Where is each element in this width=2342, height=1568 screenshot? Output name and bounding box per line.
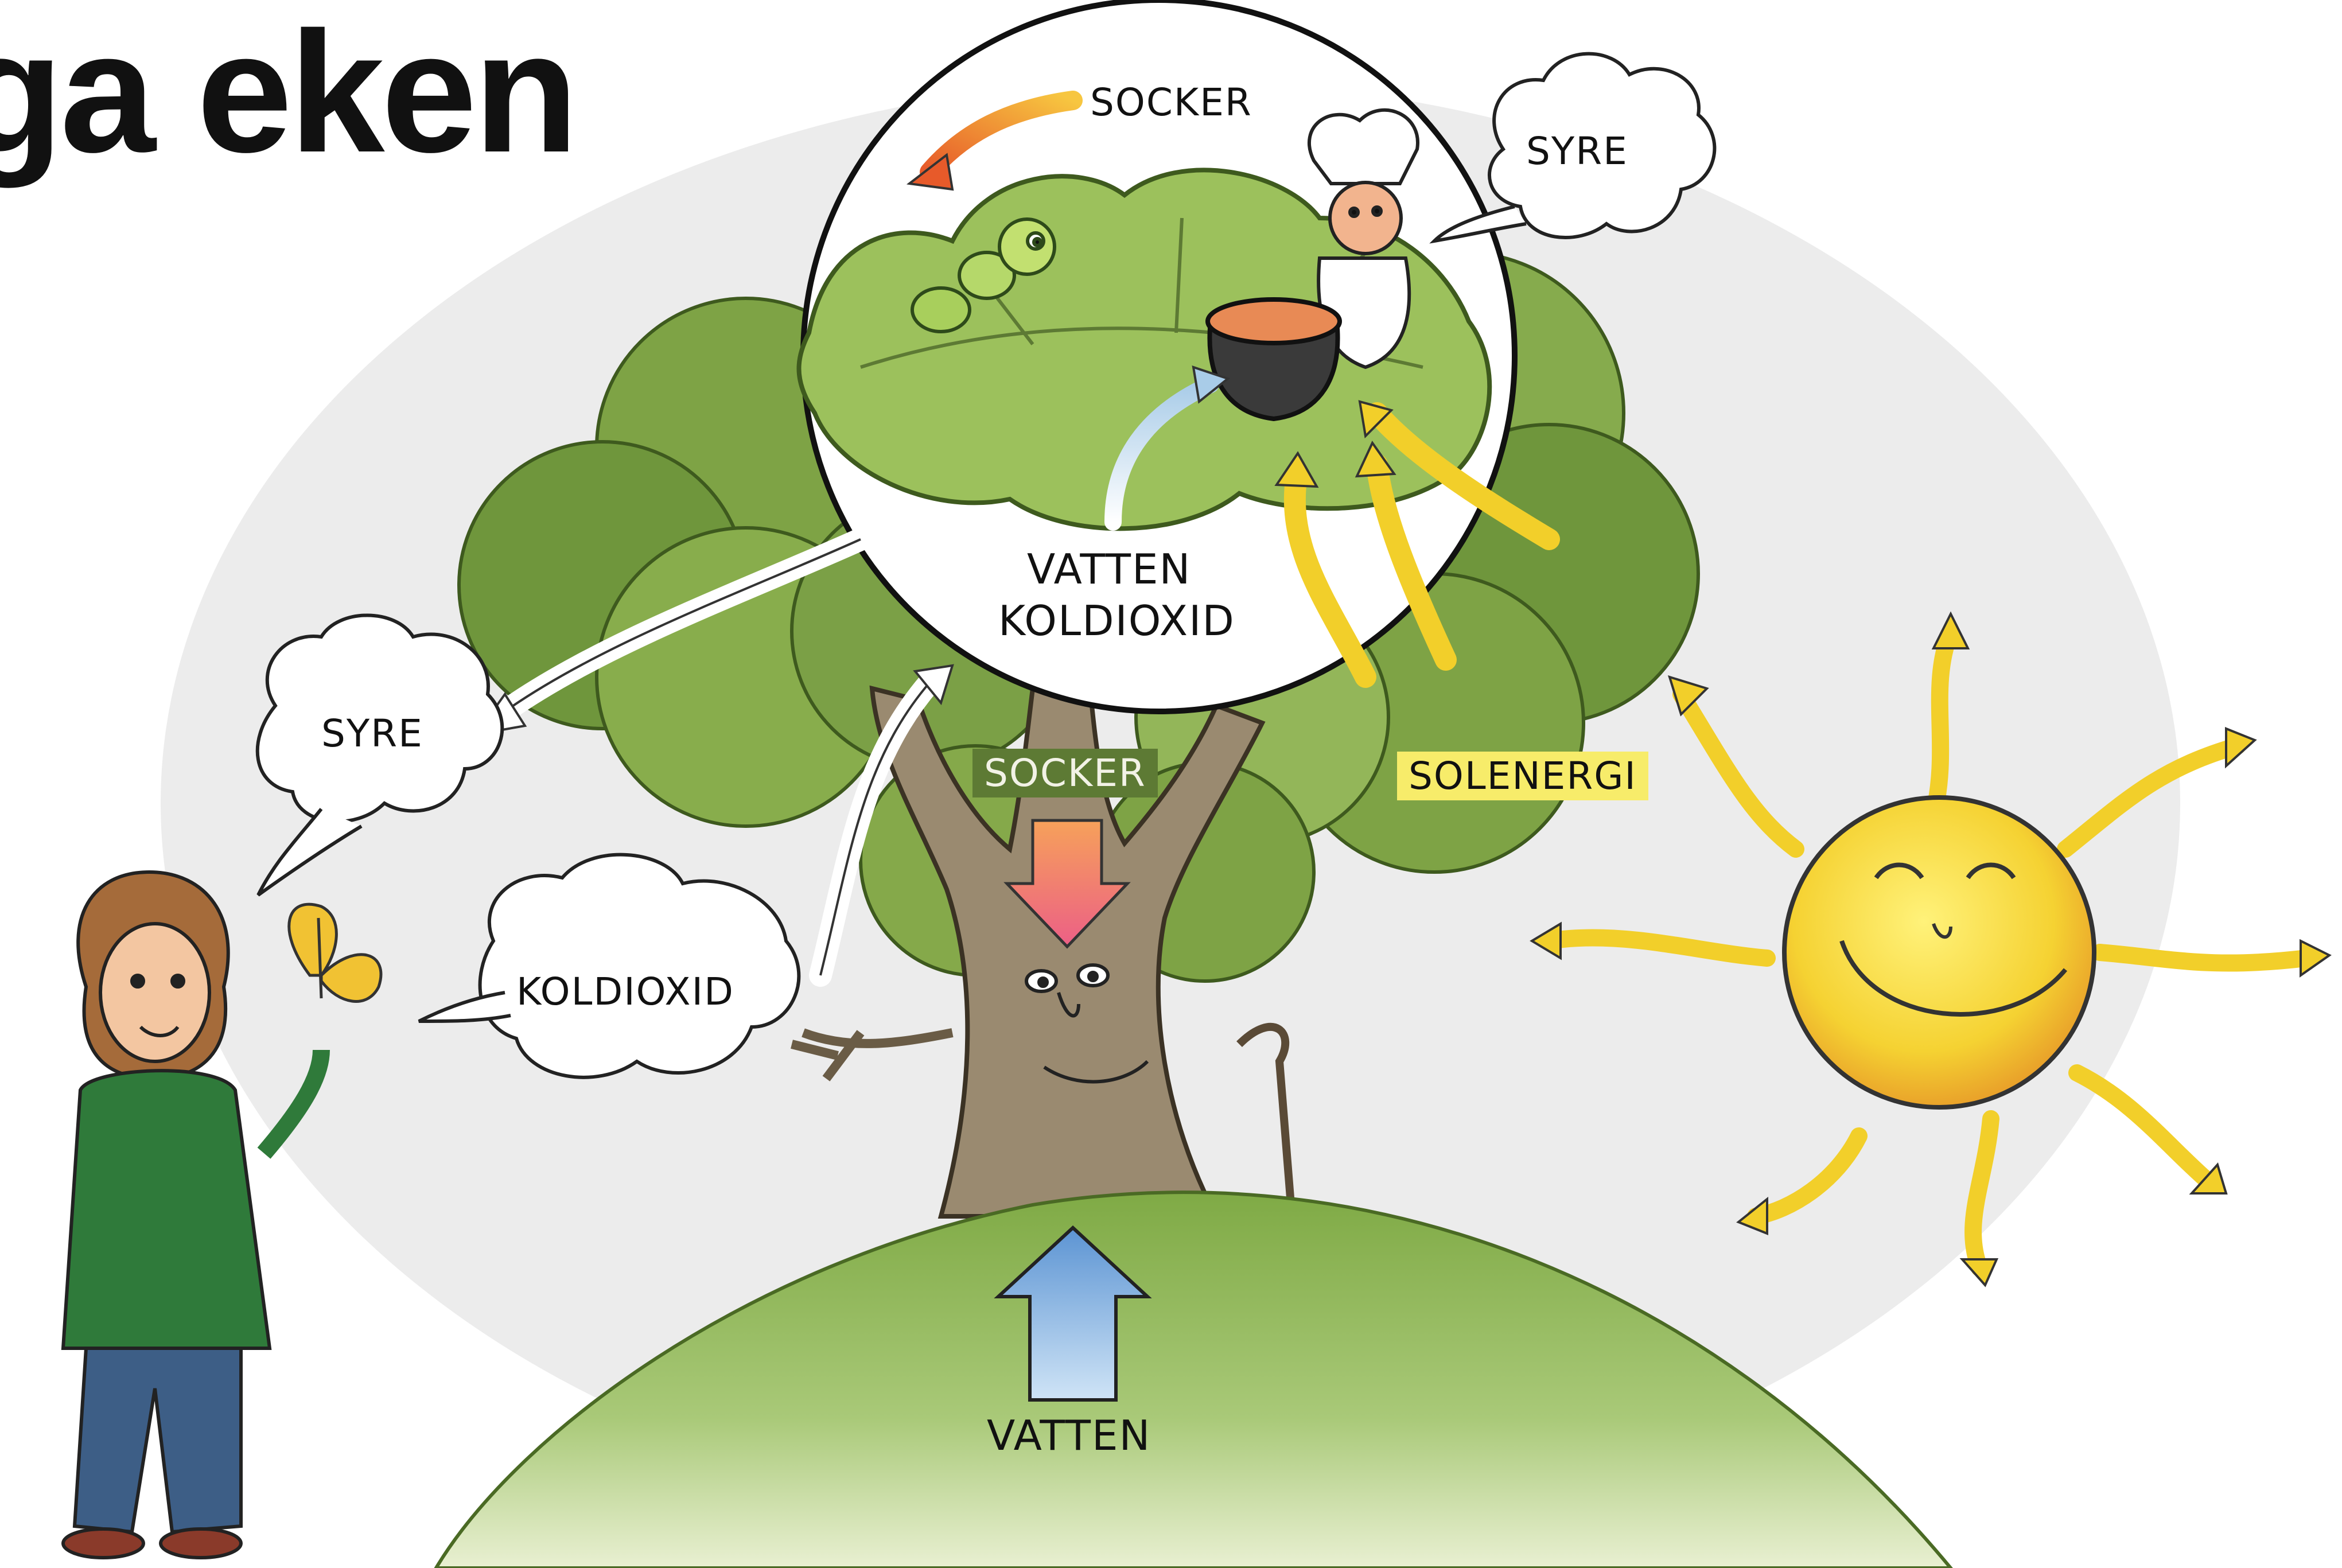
sugar-out-arrow-head — [906, 153, 954, 191]
ground-vatten-label: VATTEN — [987, 1411, 1151, 1460]
speech-cloud-syre-top — [1429, 52, 1717, 244]
girl-with-butterfly-icon — [61, 870, 330, 1559]
sunlight-arrows — [1283, 402, 1560, 688]
caterpillar-icon — [911, 217, 1056, 333]
speech-cloud-syre-left — [255, 613, 504, 897]
sun-rays — [1540, 622, 2315, 1277]
tree-face-icon — [1025, 963, 1149, 1084]
trunk-socker-tag: SOCKER — [972, 749, 1158, 797]
grassy-hill — [434, 1190, 1953, 1568]
sugar-down-arrow — [1003, 819, 1131, 949]
co2-water-in-arrow-head — [1192, 365, 1231, 404]
leaf-vatten-label: VATTEN — [1027, 545, 1192, 593]
leaf-syre-label: SYRE — [1526, 129, 1628, 173]
cooking-pot-icon — [1205, 297, 1342, 422]
left-branch — [791, 1028, 954, 1081]
leaf-socker-label: SOCKER — [1090, 80, 1252, 124]
sunlight-arrow-heads — [1274, 400, 1396, 488]
left-koldioxid-label: KOLDIOXID — [516, 970, 734, 1014]
butterfly-icon — [287, 902, 383, 1003]
chef-with-pot-icon — [1308, 108, 1419, 369]
left-syre-label: SYRE — [321, 711, 423, 756]
water-up-arrow — [994, 1225, 1152, 1402]
solenergi-tag: SOLENERGI — [1397, 752, 1648, 800]
leaf-koldioxid-label: KOLDIOXID — [998, 597, 1235, 645]
co2-water-in-arrow — [1104, 376, 1219, 531]
walking-stick — [1236, 1023, 1295, 1205]
leaf-vein — [860, 217, 1423, 369]
speech-cloud-koldioxid — [418, 853, 801, 1079]
co2-up-arrow-head — [913, 664, 954, 706]
page-title: iga eken — [0, 0, 579, 188]
sun-ray-heads — [1530, 611, 2332, 1287]
smiling-sun-icon — [1782, 795, 2096, 1110]
